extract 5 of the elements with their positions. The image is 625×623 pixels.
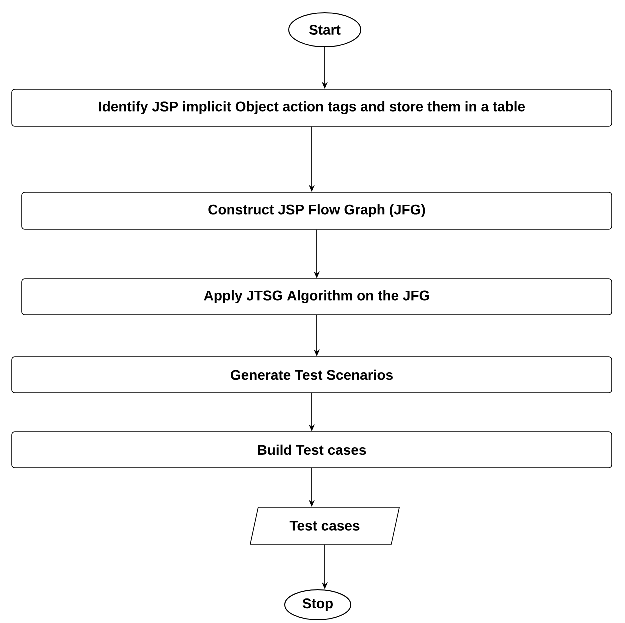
process-box: Generate Test Scenarios [12,356,612,394]
process-box: Construct JSP Flow Graph (JFG) [22,192,612,230]
process-box: Apply JTSG Algorithm on the JFG [22,278,612,316]
process-box: Identify JSP implicit Object action tags and store them in a table [12,89,612,127]
process-box: Build Test cases [12,432,612,468]
